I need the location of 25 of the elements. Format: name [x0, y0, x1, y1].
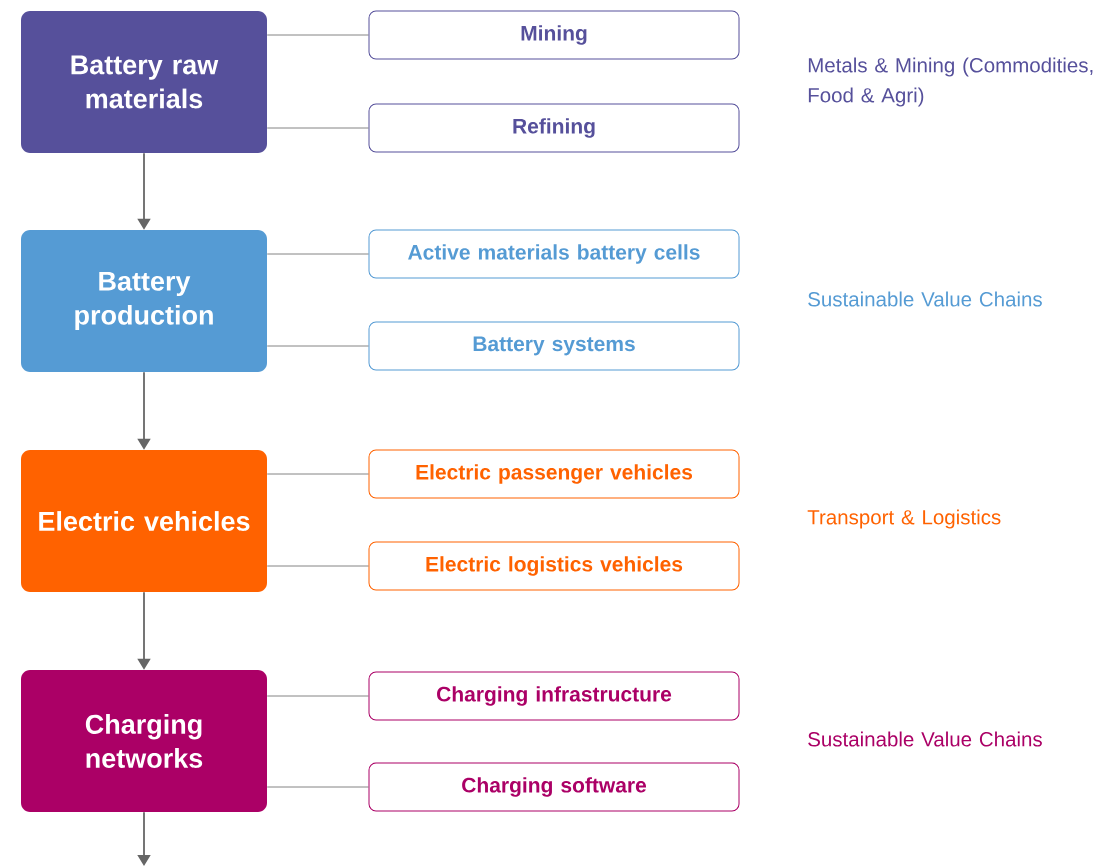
step-box: Charging software	[368, 762, 740, 812]
connector-line	[266, 695, 369, 697]
stage-box: Electric vehicles	[21, 450, 267, 592]
connector-line	[266, 34, 369, 36]
step-box: Electric logistics vehicles	[368, 541, 740, 591]
connector-line	[266, 565, 369, 567]
connector-line	[266, 127, 369, 129]
arrow	[137, 811, 151, 866]
group-label: Metals & Mining (Commodities, Food & Agri)	[808, 57, 1093, 107]
connector-line	[266, 786, 369, 788]
group-label: Transport & Logistics	[807, 509, 1001, 529]
group-label: Sustainable Value Chains	[808, 291, 1042, 307]
stage-box: Battery production	[21, 230, 267, 372]
group-label: Sustainable Value Chains	[808, 731, 1042, 747]
step-box: Mining	[368, 10, 740, 60]
stage-box: Battery raw materials	[21, 11, 267, 153]
step-box: Electric passenger vehicles	[368, 449, 740, 499]
connector-line	[266, 473, 369, 475]
step-box: Charging infrastructure	[368, 671, 740, 721]
stage-box: Charging networks	[21, 670, 267, 812]
connector-line	[266, 345, 369, 347]
step-box: Refining	[368, 103, 740, 153]
step-box: Active materials battery cells	[368, 229, 740, 279]
step-box: Battery systems	[368, 321, 740, 371]
connector-line	[266, 253, 369, 255]
